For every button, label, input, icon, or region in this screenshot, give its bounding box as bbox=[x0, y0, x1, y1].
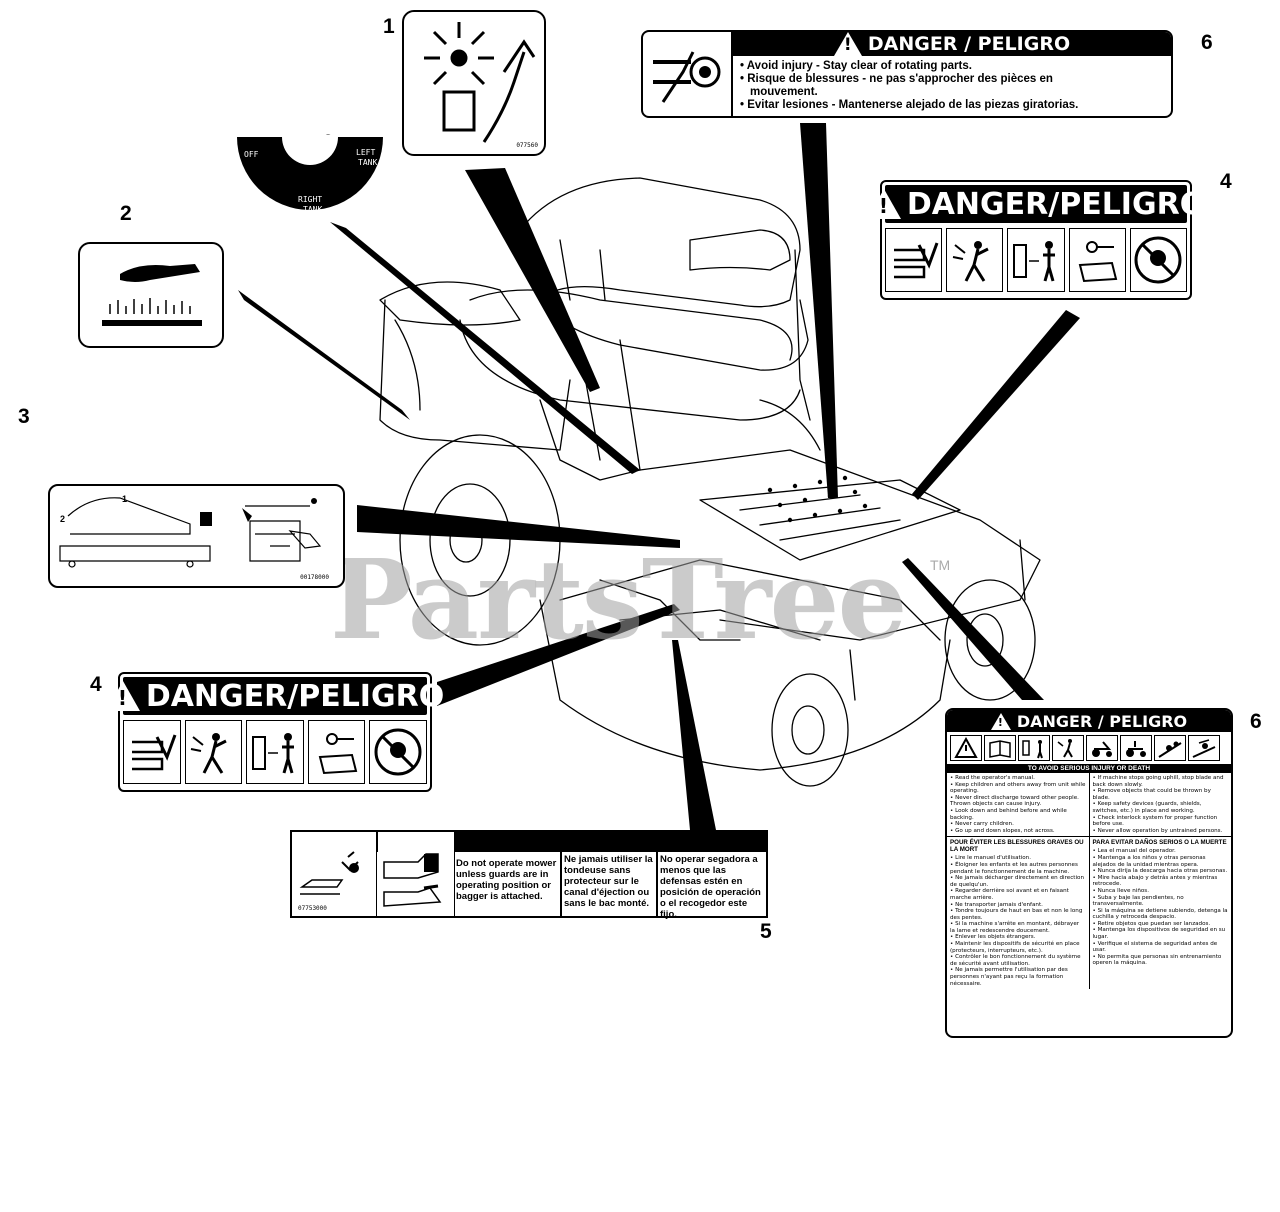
big-decal-en-left: • Read the operator's manual. • Keep chi… bbox=[947, 773, 1090, 837]
decal-rotating-hazard-pictogram: 077560 bbox=[402, 10, 546, 156]
rider-slope-icon bbox=[1086, 735, 1118, 761]
big-decal-en-right: • If machine stops going uphill, stop bl… bbox=[1092, 775, 1224, 834]
no-riders-icon bbox=[369, 720, 427, 784]
warning-triangle-icon: ! bbox=[833, 32, 862, 56]
rotating-parts-text: • Avoid injury - Stay clear of rotating … bbox=[740, 60, 1079, 111]
danger-top-header: ! DANGER/PELIGRO bbox=[866, 185, 1205, 223]
decal-safety-instructions: ! DANGER / PELIGRO TO AVOID SERIOUS INJU… bbox=[945, 708, 1233, 1038]
decal-1-code: 077560 bbox=[516, 142, 538, 149]
rotating-shaft-icon bbox=[643, 32, 733, 116]
deck-lift-diagram: 1 2 bbox=[59, 494, 322, 568]
no-riders-icon bbox=[1129, 228, 1188, 292]
fuel-off-label: OFF bbox=[244, 150, 259, 159]
callout-6-big: 6 bbox=[1250, 710, 1262, 733]
big-decal-fr-column: POUR ÉVITER LES BLESSURES GRAVES OU LA M… bbox=[947, 837, 1090, 990]
callout-2: 2 bbox=[120, 202, 132, 225]
warning-triangle-icon: ! bbox=[105, 681, 140, 711]
fuel-left-tank-label: TANK bbox=[358, 158, 378, 167]
chute-guard-icon bbox=[378, 832, 455, 916]
decal-danger-pictograms-top: ! DANGER/PELIGRO bbox=[866, 180, 1205, 300]
decal-danger-pictograms-left: ! DANGER/PELIGRO bbox=[105, 672, 444, 792]
thrown-debris-icon bbox=[292, 832, 377, 916]
decal-discharge-guard-warning: 07753000 Do not operate mower unless gua… bbox=[290, 830, 768, 920]
keep-bystanders-away-icon bbox=[246, 720, 304, 784]
hand-crush-icon bbox=[885, 228, 943, 292]
callout-3: 3 bbox=[18, 405, 30, 428]
guard-text-en: Do not operate mower unless guards are i… bbox=[456, 858, 557, 902]
fuel-right-label: RIGHT bbox=[298, 195, 323, 204]
watermark: PartsTree bbox=[330, 535, 908, 664]
decal-fuel-selector bbox=[237, 135, 383, 210]
svg-text:2: 2 bbox=[60, 514, 65, 524]
hot-surface-hand-icon bbox=[102, 264, 202, 326]
svg-text:1: 1 bbox=[122, 494, 127, 504]
watermark-tm: TM bbox=[930, 557, 951, 573]
fuel-right-tank-label: TANK bbox=[303, 205, 323, 214]
thrown-objects-icon bbox=[184, 720, 243, 784]
fuel-left-label: LEFT bbox=[356, 148, 376, 157]
rotating-parts-danger-header: ! DANGER / PELIGRO bbox=[733, 32, 1171, 56]
callout-1: 1 bbox=[383, 15, 395, 38]
callout-5: 5 bbox=[760, 920, 772, 943]
callout-6-top: 6 bbox=[1201, 31, 1213, 54]
warning-triangle-icon: ! bbox=[866, 189, 901, 219]
remove-key-read-manual-icon bbox=[307, 720, 366, 784]
rollover-icon bbox=[1188, 735, 1220, 761]
callout-4-top: 4 bbox=[1220, 170, 1232, 193]
thrown-objects-icon bbox=[1052, 735, 1084, 761]
remove-key-read-manual-icon bbox=[1068, 228, 1126, 292]
decal-deck-lift-lock: 1 2 00178000 bbox=[48, 484, 345, 588]
guard-text-es: No operar segadora a menos que las defen… bbox=[660, 854, 761, 920]
keep-bystanders-away-icon bbox=[1018, 735, 1050, 761]
warning-triangle-icon bbox=[950, 735, 982, 761]
slope-icon bbox=[1154, 735, 1186, 761]
no-children-icon bbox=[1120, 735, 1152, 761]
read-manual-icon bbox=[984, 735, 1016, 761]
warning-triangle-icon: ! bbox=[990, 712, 1011, 730]
rotating-blade-icon bbox=[424, 22, 536, 143]
hand-crush-icon bbox=[123, 720, 181, 784]
guard-decal-code: 07753000 bbox=[298, 905, 327, 912]
danger-left-header: ! DANGER/PELIGRO bbox=[105, 677, 444, 715]
big-decal-danger-header: ! DANGER / PELIGRO bbox=[947, 710, 1231, 732]
keep-bystanders-away-icon bbox=[1007, 228, 1065, 292]
decal-lift-code: 00178000 bbox=[300, 574, 329, 581]
thrown-objects-icon bbox=[946, 228, 1004, 292]
guard-text-fr: Ne jamais utiliser la tondeuse sans prot… bbox=[564, 854, 653, 909]
decal-rotating-parts-warning: ! DANGER / PELIGRO • Avoid injury - Stay… bbox=[641, 30, 1173, 118]
big-decal-pictogram-row bbox=[947, 732, 1231, 764]
big-decal-en-heading: TO AVOID SERIOUS INJURY OR DEATH bbox=[947, 764, 1231, 773]
callout-4-left: 4 bbox=[90, 673, 102, 696]
decal-hot-surface bbox=[78, 242, 224, 348]
big-decal-es-column: PARA EVITAR DAÑOS SERIOS O LA MUERTE • L… bbox=[1092, 839, 1228, 967]
